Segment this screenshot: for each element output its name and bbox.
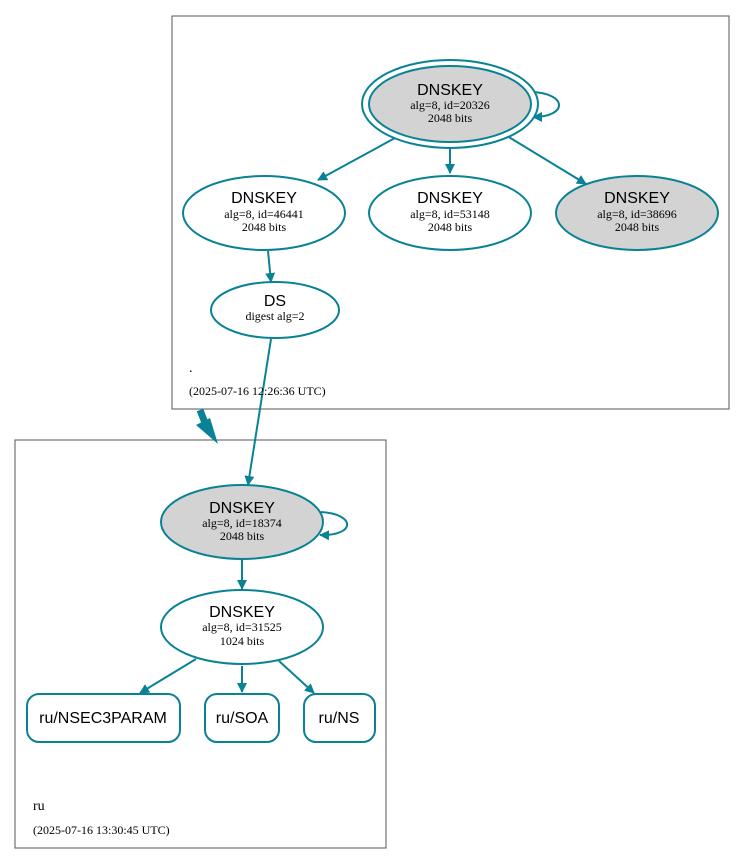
node-title: DNSKEY	[417, 82, 483, 99]
rrset-label: ru/NS	[319, 710, 360, 727]
node-title: DNSKEY	[209, 604, 275, 621]
ds-node: DS digest alg=2	[210, 281, 340, 339]
node-key-info: alg=8, id=31525	[202, 620, 282, 634]
node-key-size: 2048 bits	[242, 220, 287, 234]
zone-name-root: .	[189, 361, 193, 376]
node-key-size: 2048 bits	[615, 220, 660, 234]
ru-ksk-node: DNSKEY alg=8, id=18374 2048 bits	[160, 484, 324, 560]
node-title: DNSKEY	[231, 190, 297, 207]
node-key-info: alg=8, id=38696	[597, 207, 677, 221]
delegation-arrowhead	[196, 418, 218, 444]
zone-name-ru: ru	[33, 799, 45, 814]
node-title: DS	[264, 293, 286, 310]
edge-root-ksk-self	[530, 91, 560, 122]
node-key-size: 2048 bits	[428, 220, 473, 234]
rrset-nsec3param-node: ru/NSEC3PARAM	[26, 693, 181, 743]
root-zsk2-node: DNSKEY alg=8, id=53148 2048 bits	[368, 175, 532, 251]
node-key-size: 2048 bits	[428, 111, 473, 125]
root-ksk2-node: DNSKEY alg=8, id=38696 2048 bits	[555, 175, 719, 251]
edge-ds-to-ru-ksk	[244, 338, 272, 486]
node-key-info: alg=8, id=18374	[202, 516, 282, 530]
rrset-label: ru/NSEC3PARAM	[39, 710, 167, 727]
node-title: DNSKEY	[209, 500, 275, 517]
root-zsk1-node: DNSKEY alg=8, id=46441 2048 bits	[182, 175, 346, 251]
node-title: DNSKEY	[417, 190, 483, 207]
edge-ru-ksk-self	[319, 511, 349, 541]
edge-zsk-to-nsec3param	[139, 658, 197, 694]
ds-digest-info: digest alg=2	[245, 309, 304, 323]
rrset-ns-node: ru/NS	[303, 693, 376, 743]
node-key-size: 2048 bits	[220, 529, 265, 543]
rrset-label: ru/SOA	[216, 710, 269, 727]
edge-zsk1-to-ds	[265, 250, 276, 283]
edge-ksk-to-zsk1	[317, 137, 396, 181]
zone-timestamp-ru: (2025-07-16 13:30:45 UTC)	[33, 823, 170, 837]
root-ksk-node: DNSKEY alg=8, id=20326 2048 bits	[361, 59, 539, 149]
ru-zsk-node: DNSKEY alg=8, id=31525 1024 bits	[160, 589, 324, 665]
edge-ksk-to-ksk2	[506, 135, 587, 185]
node-key-size: 1024 bits	[220, 634, 265, 648]
zone-timestamp-root: (2025-07-16 12:26:36 UTC)	[189, 384, 326, 398]
node-key-info: alg=8, id=53148	[410, 207, 490, 221]
node-title: DNSKEY	[604, 190, 670, 207]
node-key-info: alg=8, id=46441	[224, 207, 304, 221]
node-key-info: alg=8, id=20326	[410, 98, 490, 112]
rrset-soa-node: ru/SOA	[204, 693, 280, 743]
edge-zsk-to-ns	[278, 660, 315, 694]
